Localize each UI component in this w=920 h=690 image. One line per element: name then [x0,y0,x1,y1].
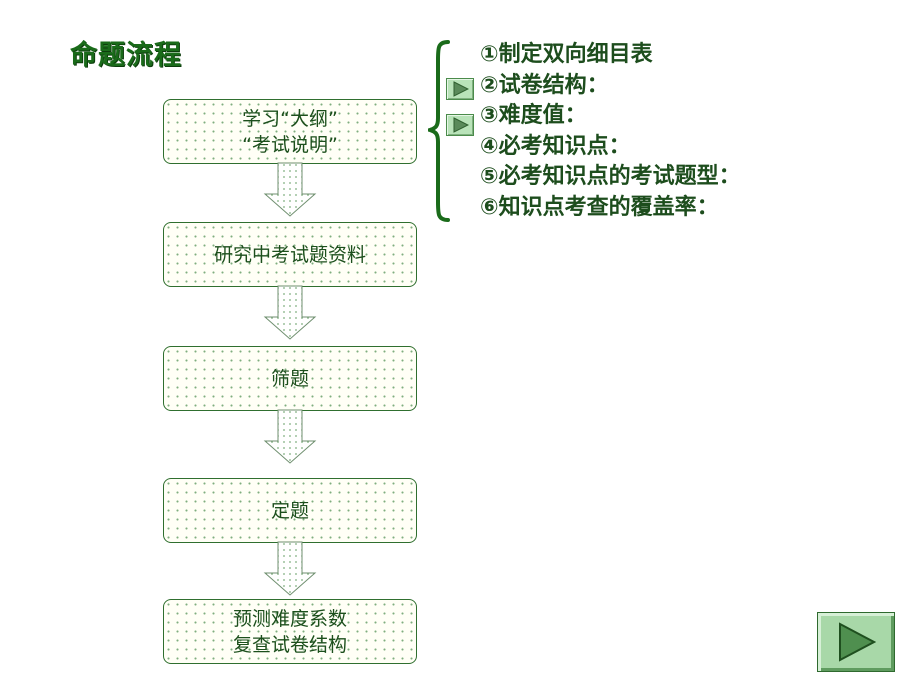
curly-brace [428,40,450,222]
down-arrow-icon [263,541,317,596]
flow-step-finalize: 定题 [163,478,417,543]
step-item: ⑤必考知识点的考试题型： [480,164,741,189]
flow-step-line: 筛题 [270,367,309,390]
flow-step-line: 定题 [270,499,309,522]
step-item: ①制定双向细目表 [480,42,653,67]
flow-step-line: 学习“大纲” [242,107,338,130]
flow-step-line: 复查试卷结构 [232,633,347,656]
flow-step-line: “考试说明” [242,133,338,156]
flow-step-study-outline: 学习“大纲” “考试说明” [163,99,417,164]
down-arrow-icon [263,285,317,340]
flow-step-line: 预测难度系数 [232,607,347,630]
play-button-1[interactable] [446,78,474,100]
flow-step-predict: 预测难度系数 复查试卷结构 [163,599,417,664]
play-icon [453,117,469,133]
play-icon [453,81,469,97]
steps-list: ①制定双向细目表 ②试卷结构： ③难度值： ④必考知识点： ⑤必考知识点的考试题… [480,40,741,223]
step-item: ②试卷结构： [480,72,609,98]
step-item: ⑥知识点考查的覆盖率： [480,194,719,220]
flow-step-research: 研究中考试题资料 [163,222,417,287]
flow-step-line: 研究中考试题资料 [213,243,366,266]
down-arrow-icon [263,162,317,217]
next-slide-button[interactable] [817,612,895,672]
step-item: ③难度值： [480,103,587,128]
play-button-2[interactable] [446,114,474,136]
step-item: ④必考知识点： [480,133,631,159]
down-arrow-icon [263,409,317,464]
next-slide-icon [839,622,876,662]
flow-step-screen: 筛题 [163,346,417,411]
slide-title: 命题流程 [70,40,182,71]
